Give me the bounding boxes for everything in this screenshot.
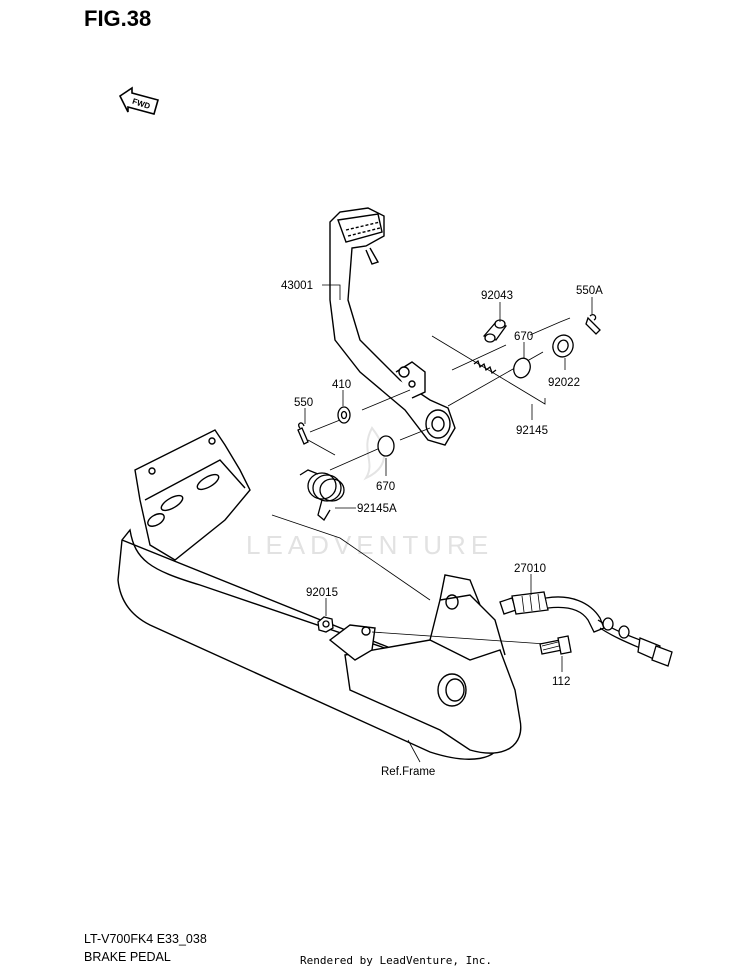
cotter-pin-550 xyxy=(297,422,309,445)
watermark: LEADVENTURE xyxy=(246,426,493,560)
label-27010: 27010 xyxy=(514,563,546,575)
cotter-pin-550A xyxy=(585,314,601,335)
model-code: LT-V700FK4 E33_038 xyxy=(84,932,207,946)
leader-lines xyxy=(304,284,593,763)
o-ring-670-lower xyxy=(377,435,395,457)
nut-92015 xyxy=(317,616,334,633)
small-parts xyxy=(297,314,673,667)
label-43001: 43001 xyxy=(281,280,313,292)
spring-92145 xyxy=(473,359,497,375)
pin-92043 xyxy=(482,319,508,343)
watermark-text: LEADVENTURE xyxy=(246,530,493,560)
label-ref-frame: Ref.Frame xyxy=(381,766,435,778)
label-92145A: 92145A xyxy=(357,503,397,515)
label-550: 550 xyxy=(294,397,313,409)
callout-labels: 43001 92043 550A 670 410 92022 550 92145… xyxy=(281,280,603,778)
rendered-by: Rendered by LeadVenture, Inc. xyxy=(300,954,493,967)
brake-switch-27010 xyxy=(499,591,673,667)
bolt-112 xyxy=(539,635,572,655)
label-92043: 92043 xyxy=(481,290,513,302)
frame xyxy=(117,429,522,760)
label-670-upper: 670 xyxy=(514,331,533,343)
label-92022: 92022 xyxy=(548,377,580,389)
centre-lines xyxy=(271,317,571,646)
torsion-spring-92145A xyxy=(299,469,345,521)
diagram-name: BRAKE PEDAL xyxy=(84,950,171,964)
label-550A: 550A xyxy=(576,285,603,297)
washer-410 xyxy=(337,406,351,424)
o-ring-670-upper xyxy=(513,357,531,379)
label-92145: 92145 xyxy=(516,425,548,437)
label-112: 112 xyxy=(552,676,570,688)
figure-title: FIG.38 xyxy=(84,6,152,31)
label-410: 410 xyxy=(332,379,351,391)
label-670-lower: 670 xyxy=(376,481,395,493)
fwd-arrow-icon: FWD xyxy=(118,86,159,115)
label-92015: 92015 xyxy=(306,587,338,599)
washer-92022 xyxy=(552,334,574,358)
